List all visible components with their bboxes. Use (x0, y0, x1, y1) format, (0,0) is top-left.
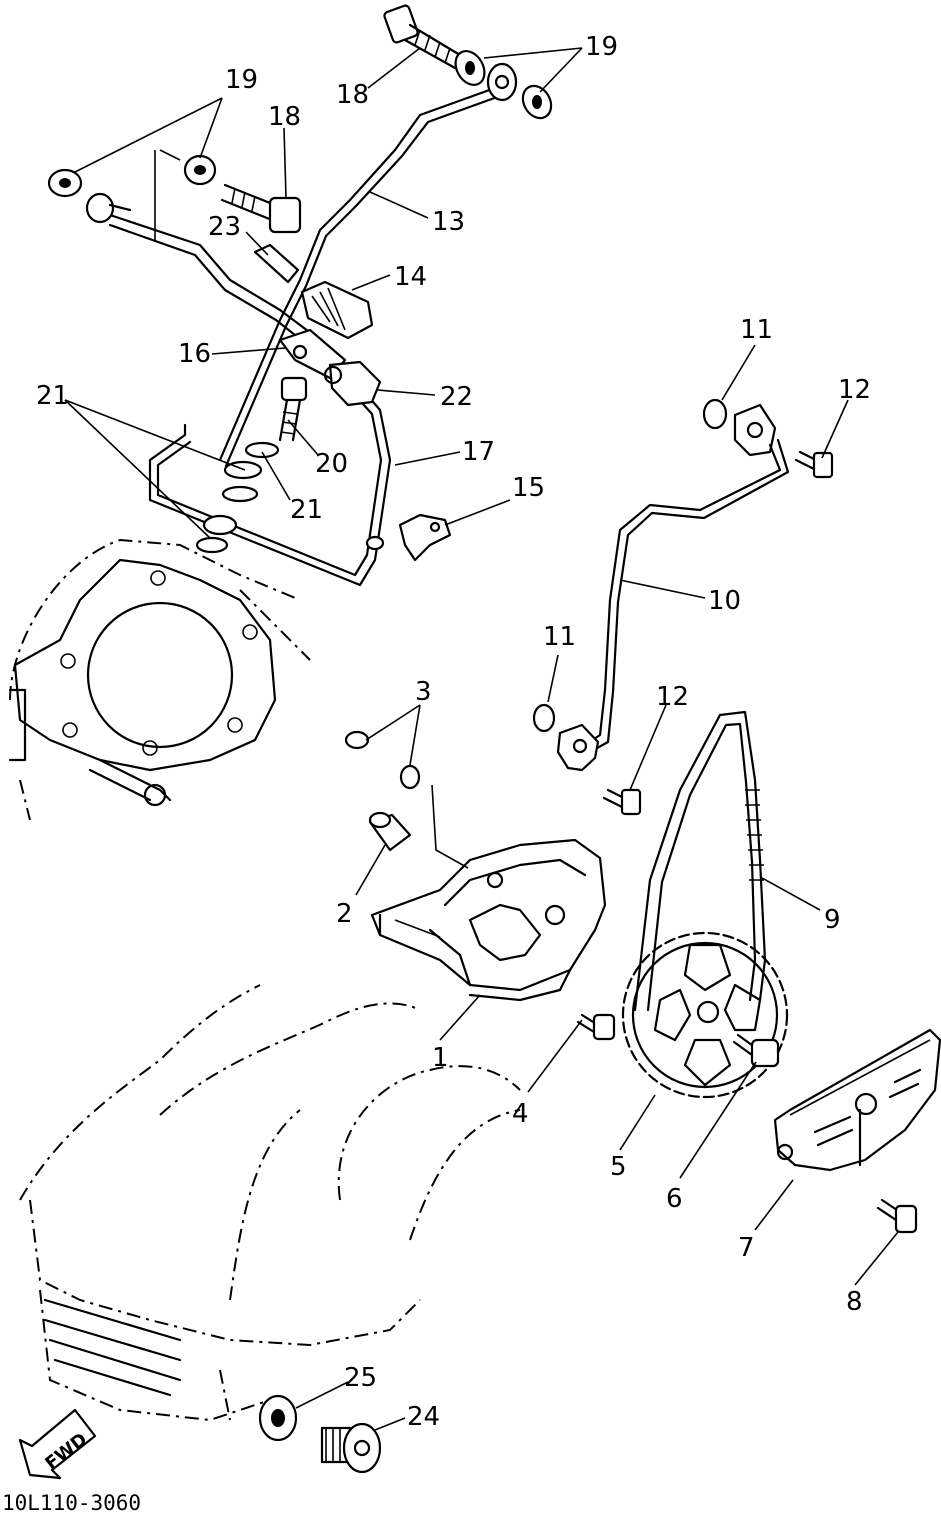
union-bolt-22 (323, 360, 382, 407)
fwd-label: FWD (41, 1429, 91, 1475)
callout-10: 10 (708, 586, 741, 616)
callout-11-top: 11 (740, 315, 773, 345)
drain-bolt-24 (320, 1422, 382, 1474)
callout-16: 16 (178, 339, 211, 369)
callout-22: 22 (440, 382, 473, 412)
callout-18-top: 18 (336, 80, 369, 110)
callout-19-left: 19 (225, 65, 258, 95)
copper-washer-19-left (47, 154, 217, 198)
drive-chain-9 (633, 710, 767, 1012)
callout-18-left: 18 (268, 102, 301, 132)
bolt-8 (876, 1198, 918, 1234)
callout-3: 3 (415, 677, 432, 707)
callout-13: 13 (432, 207, 465, 237)
callout-6: 6 (666, 1184, 683, 1214)
callout-23: 23 (208, 212, 241, 242)
callout-24: 24 (407, 1402, 440, 1432)
bolt-6 (732, 1033, 780, 1068)
callout-2: 2 (336, 899, 353, 929)
callout-9: 9 (824, 905, 841, 935)
callout-21-left: 21 (36, 381, 69, 411)
forward-arrow-icon: FWD (18, 1408, 97, 1480)
callout-4: 4 (512, 1099, 529, 1129)
clamp-23 (253, 243, 300, 284)
union-bolt-20 (278, 376, 308, 442)
callout-labels: 19 18 19 18 13 23 14 16 22 21 20 21 17 1… (36, 32, 871, 1432)
callout-7: 7 (738, 1233, 755, 1263)
callout-25: 25 (344, 1363, 377, 1393)
bolt-4 (576, 1013, 616, 1041)
callout-19-top: 19 (585, 32, 618, 62)
gasket-25 (258, 1394, 298, 1442)
callout-12-top: 12 (838, 375, 871, 405)
cylinder-outline (8, 538, 311, 821)
union-bolt-18-left (85, 183, 302, 234)
callout-20: 20 (315, 449, 348, 479)
o-ring-11 (532, 398, 728, 733)
oil-delivery-pipe-13 (218, 86, 502, 468)
sprocket-5 (621, 931, 789, 1099)
o-ring-3 (344, 730, 421, 790)
union-14 (300, 280, 374, 340)
oil-pump-1 (370, 838, 607, 1002)
copper-washer-19-top (454, 50, 553, 120)
clamp-15 (365, 513, 452, 562)
callout-12-mid: 12 (656, 682, 689, 712)
callout-14: 14 (394, 262, 427, 292)
callout-1: 1 (432, 1043, 449, 1073)
callout-15: 15 (512, 473, 545, 503)
callout-21-right: 21 (290, 495, 323, 525)
oil-delivery-pipe-17 (108, 213, 392, 587)
diagram-code: 10L110-3060 (2, 1491, 141, 1515)
callout-5: 5 (610, 1152, 627, 1182)
leader-lines (64, 47, 899, 1431)
union-bolt-18-top (383, 4, 462, 70)
callout-17: 17 (462, 437, 495, 467)
bolt-12 (602, 450, 834, 816)
cover-7 (773, 1028, 941, 1172)
oil-pipe-10 (556, 403, 790, 772)
dowel-pin-2 (368, 811, 412, 852)
crankcase-outline (19, 984, 521, 1422)
callout-11-mid: 11 (543, 622, 576, 652)
callout-8: 8 (846, 1287, 863, 1317)
